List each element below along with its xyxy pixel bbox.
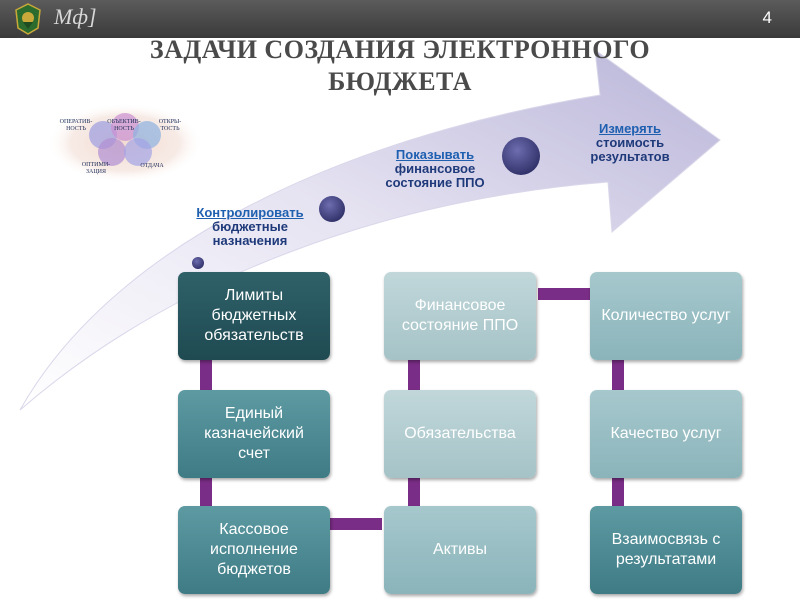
- venn-label-otkrytost: ОТКРЫ-ТОСТЬ: [158, 119, 182, 132]
- title-line-2: БЮДЖЕТА: [328, 67, 472, 96]
- step-dot-medium: [319, 196, 345, 222]
- step-dot-large: [502, 137, 540, 175]
- step-show-line2: состояние ППО: [385, 175, 485, 190]
- venn-label-otdacha: ОТДАЧА: [140, 163, 164, 169]
- box-results-link: Взаимосвязь с результатами: [590, 506, 742, 594]
- connector-c3-b: [612, 478, 624, 506]
- step-measure-line1: стоимость: [595, 135, 665, 150]
- box-service-quantity: Количество услуг: [590, 272, 742, 360]
- emblem-icon: [15, 3, 41, 35]
- venn-circle-5: [124, 138, 152, 166]
- box-service-quality: Качество услуг: [590, 390, 742, 478]
- step-measure: Измерять стоимость результатов: [570, 122, 690, 164]
- step-control-verb: Контролировать: [196, 205, 304, 220]
- venn-circle-2: [111, 113, 139, 141]
- connector-c3-a: [612, 360, 624, 390]
- step-show-verb: Показывать: [395, 147, 475, 162]
- step-show-line1: финансовое: [394, 161, 476, 176]
- venn-label-obektivnost: ОБЪЕКТИВ-НОСТЬ: [107, 119, 141, 132]
- page-number: 4: [762, 8, 772, 27]
- step-measure-verb: Измерять: [598, 121, 662, 136]
- venn-label-optimizatsiya: ОПТИМИ-ЗАЦИЯ: [81, 162, 111, 175]
- connector-c2-b: [408, 478, 420, 506]
- box-financial-state: Финансовое состояние ППО: [384, 272, 536, 360]
- box-obligations: Обязательства: [384, 390, 536, 478]
- page-title: ЗАДАЧИ СОЗДАНИЯ ЭЛЕКТРОННОГО БЮДЖЕТА: [100, 34, 700, 98]
- box-assets: Активы: [384, 506, 536, 594]
- venn-label-operativnost: ОПЕРАТИВ-НОСТЬ: [59, 119, 93, 132]
- connector-c1-a: [200, 360, 212, 390]
- step-show: Показывать финансовое состояние ППО: [370, 148, 500, 190]
- title-line-1: ЗАДАЧИ СОЗДАНИЯ ЭЛЕКТРОННОГО: [149, 35, 651, 64]
- box-cash-execution: Кассовое исполнение бюджетов: [178, 506, 330, 594]
- connector-c2-a: [408, 360, 420, 390]
- step-control-line2: назначения: [212, 233, 288, 248]
- connector-c2-c3: [538, 288, 590, 300]
- header-bar: Мф] 4: [0, 0, 800, 38]
- box-treasury-account: Единый казначейский счет: [178, 390, 330, 478]
- logo-text: Мф]: [54, 4, 97, 29]
- box-limits: Лимиты бюджетных обязательств: [178, 272, 330, 360]
- venn-background: [47, 103, 203, 183]
- connector-c1-c2: [330, 518, 382, 530]
- step-control: Контролировать бюджетные назначения: [180, 206, 320, 248]
- connector-c1-b: [200, 478, 212, 506]
- venn-circle-4: [98, 138, 126, 166]
- step-control-line1: бюджетные: [212, 219, 288, 234]
- step-dot-small: [192, 257, 204, 269]
- step-measure-line2: результатов: [590, 149, 670, 164]
